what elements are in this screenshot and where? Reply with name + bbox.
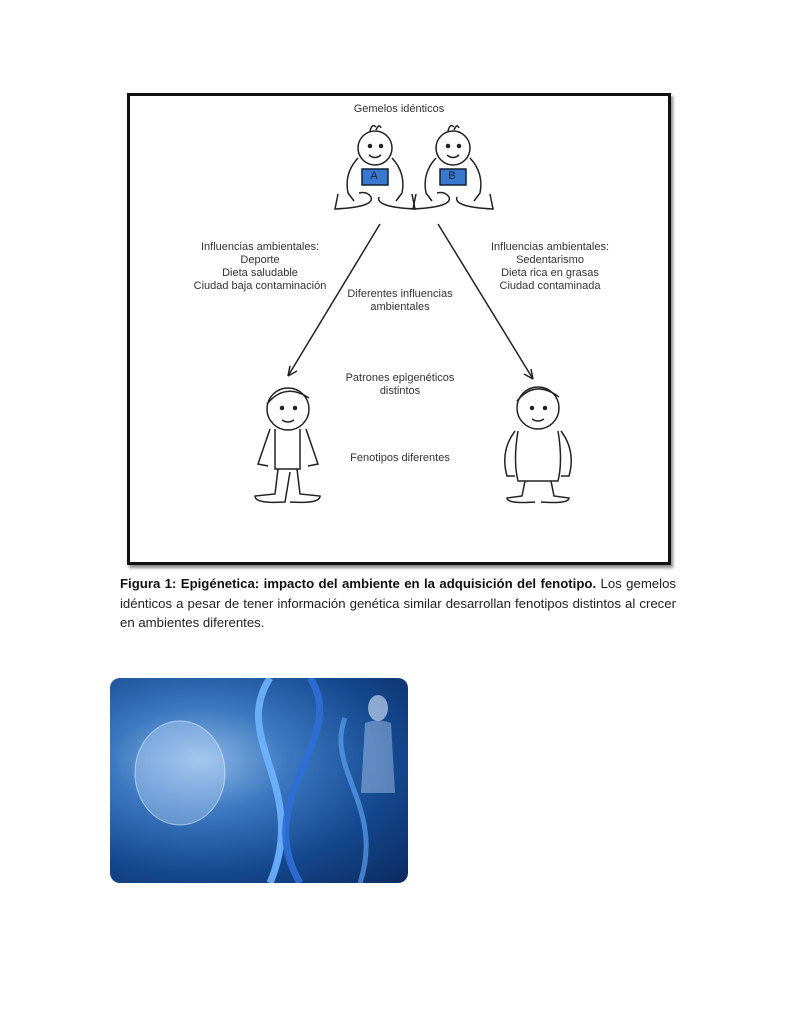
right-influences-heading: Influencias ambientales:	[490, 241, 609, 253]
center-label-line: ambientales	[370, 301, 430, 313]
left-arrow	[287, 223, 381, 377]
figure-caption: Figura 1: Epigénetica: impacto del ambie…	[120, 574, 676, 633]
right-influence-item: Dieta rica en grasas	[501, 267, 599, 279]
figure-title: Gemelos idénticos	[353, 103, 445, 115]
left-influences-heading: Influencias ambientales:	[200, 241, 319, 253]
dna-illustration-image	[110, 678, 408, 883]
caption-title: Figura 1: Epigénetica: impacto del ambie…	[120, 576, 597, 591]
right-influence-item: Ciudad contaminada	[499, 280, 601, 292]
epigenetic-label: Patrones epigenéticos distintos	[320, 372, 480, 398]
adult-left-illustration	[254, 387, 321, 504]
right-influences: Influencias ambientales: Sedentarismo Di…	[460, 241, 640, 293]
twin-b-label: B	[448, 170, 456, 182]
phenotype-label: Fenotipos diferentes	[350, 452, 450, 464]
center-label-line: Diferentes influencias	[347, 288, 453, 300]
baby-b-illustration	[412, 124, 494, 210]
right-arrow	[437, 223, 534, 380]
caption-text: Los gemelos idénticos a pesar de tener i…	[120, 576, 676, 630]
epigenetic-label-line: Patrones epigenéticos	[345, 372, 455, 384]
baby-a-illustration	[334, 124, 416, 210]
center-label: Diferentes influencias ambientales	[320, 288, 480, 314]
dna-helix-graphic	[134, 678, 395, 883]
twin-a-label: A	[370, 170, 378, 182]
epigenetics-figure: Gemelos idénticos A B Influencias ambien…	[127, 93, 671, 565]
figure-drawing	[254, 124, 572, 504]
epigenetic-label-line: distintos	[379, 385, 421, 397]
left-influence-item: Ciudad baja contaminación	[193, 280, 327, 292]
right-influence-item: Sedentarismo	[516, 254, 584, 266]
left-influence-item: Dieta saludable	[222, 267, 298, 279]
left-influence-item: Deporte	[240, 254, 280, 266]
left-influences: Influencias ambientales: Deporte Dieta s…	[170, 241, 350, 293]
adult-right-illustration	[504, 386, 572, 504]
